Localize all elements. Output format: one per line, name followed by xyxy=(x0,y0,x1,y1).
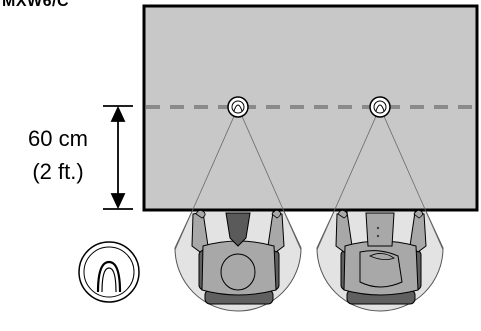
diagram-title: MXW6/C xyxy=(2,0,69,10)
boundary-microphone-icon xyxy=(369,96,391,118)
coverage-lines-left xyxy=(174,113,302,251)
coverage-lines-right xyxy=(316,113,444,251)
boundary-microphone-icon xyxy=(227,96,249,118)
dimension-value: 60 cm xyxy=(28,126,88,151)
table-surface xyxy=(142,4,479,212)
person-right xyxy=(335,210,427,305)
dimension-imperial: (2 ft.) xyxy=(32,159,84,184)
person-left xyxy=(191,210,285,305)
cardioid-pattern-icon xyxy=(78,241,140,303)
dimension-arrow xyxy=(103,105,133,210)
